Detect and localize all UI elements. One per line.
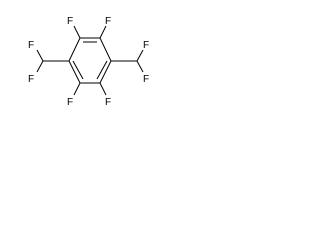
double-bond-right: [96, 60, 108, 80]
atom-f-right-chf2-bottom: F: [143, 74, 149, 85]
atom-f-left-chf2-bottom: F: [28, 74, 34, 85]
benzene-ring: [68, 37, 112, 84]
ring-bond-3: [99, 60, 112, 84]
double-bond-left: [72, 60, 84, 80]
structure-diagram: F F F F F F F F: [28, 16, 149, 108]
bond-f-bottom-left: [73, 82, 81, 96]
atom-f-top-left: F: [67, 16, 73, 27]
bond-left-f-bottom: [36, 60, 44, 73]
bond-f-top-left: [73, 25, 81, 39]
bond-right-f-top: [136, 49, 144, 62]
atom-f-bottom-right: F: [105, 97, 111, 108]
atom-f-top-right: F: [105, 16, 111, 27]
ring-bond-2: [99, 37, 112, 62]
bond-right-f-bottom: [136, 60, 144, 73]
bond-left-f-top: [36, 49, 44, 62]
atom-f-right-chf2-top: F: [143, 40, 149, 51]
ring-bond-5: [68, 60, 81, 84]
ring-bond-6: [68, 37, 81, 62]
atom-f-bottom-left: F: [67, 97, 73, 108]
atom-f-left-chf2-top: F: [28, 40, 34, 51]
bond-f-bottom-right: [99, 82, 107, 96]
bond-f-top-right: [99, 25, 107, 39]
